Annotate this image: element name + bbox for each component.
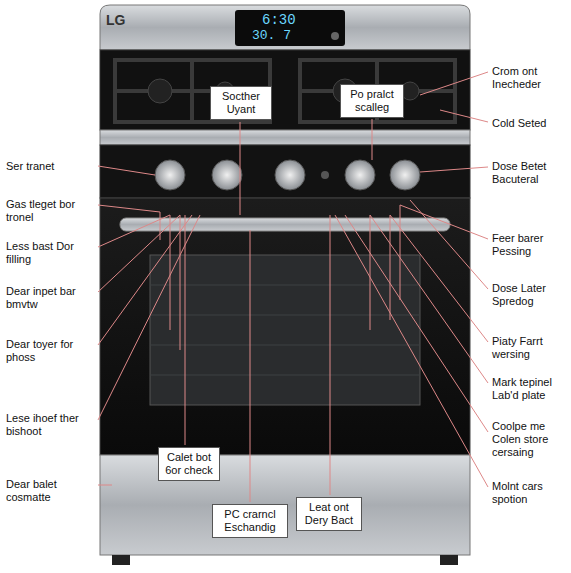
callout-box: Socther Uyant bbox=[210, 86, 272, 120]
part-label: Dose Betet Bacuteral bbox=[492, 160, 566, 186]
display-text: 6:30 bbox=[262, 12, 322, 29]
part-label: Coolpe me Colen store cersaing bbox=[492, 420, 566, 460]
callout-text: Socther Uyant bbox=[215, 90, 267, 116]
callout-box: PC crarncl Eschandig bbox=[212, 504, 288, 538]
part-label: Mark tepinel Lab'd plate bbox=[492, 376, 566, 402]
part-label: Molnt cars spotion bbox=[492, 480, 566, 506]
leader-line bbox=[98, 72, 488, 502]
part-label: Ser tranet bbox=[6, 160, 94, 173]
part-label: Cold Seted bbox=[492, 117, 566, 130]
callout-text: Calet bot 6or check bbox=[163, 451, 215, 477]
part-label: Lese ihoef ther bishoot bbox=[6, 412, 94, 438]
callout-text: Po pralct scalleg bbox=[345, 88, 399, 114]
part-label: Piaty Farrt wersing bbox=[492, 335, 566, 361]
callout-box: Leat ont Dery Bact bbox=[296, 497, 362, 531]
part-label: Dear inpet bar bmvtw bbox=[6, 285, 94, 311]
display-text: 30. 7 bbox=[252, 28, 322, 44]
display-text: LG bbox=[106, 12, 136, 29]
part-label: Gas tleget bor tronel bbox=[6, 198, 94, 224]
part-label: Dose Later Spredog bbox=[492, 282, 566, 308]
callout-box: Calet bot 6or check bbox=[158, 447, 220, 481]
part-label: Dear toyer for phoss bbox=[6, 338, 94, 364]
part-label: Crom ont Inecheder bbox=[492, 65, 566, 91]
part-label: Feer barer Pessing bbox=[492, 232, 566, 258]
callout-text: Leat ont Dery Bact bbox=[301, 501, 357, 527]
part-label: Less bast Dor filling bbox=[6, 240, 94, 266]
part-label: Dear balet cosmatte bbox=[6, 478, 94, 504]
callout-box: Po pralct scalleg bbox=[340, 84, 404, 118]
callout-text: PC crarncl Eschandig bbox=[217, 508, 283, 534]
